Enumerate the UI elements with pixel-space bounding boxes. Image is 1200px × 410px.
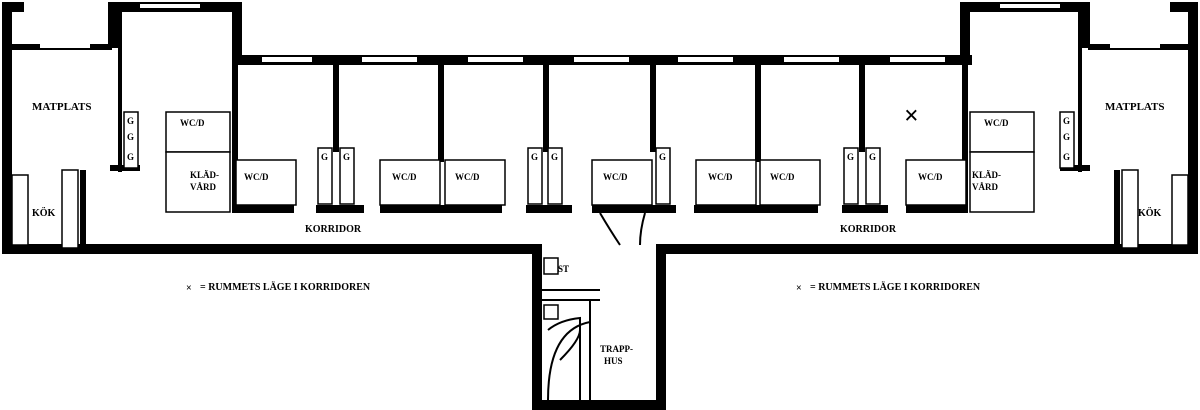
wardrobe-label-right-1: KLÄD- bbox=[972, 170, 1001, 180]
wc-label-7: WC/D bbox=[770, 172, 795, 182]
cabinet-letter: G bbox=[321, 152, 328, 162]
cabinet-letter: G bbox=[531, 152, 538, 162]
wardrobe-box-right bbox=[969, 151, 1035, 213]
wc-label-3: WC/D bbox=[392, 172, 417, 182]
cabinet-letter: G bbox=[127, 116, 134, 126]
dining-label-right: MATPLATS bbox=[1105, 101, 1165, 113]
kitchen-unit-left bbox=[61, 169, 79, 249]
stairs-label-1: TRAPP- bbox=[600, 344, 633, 354]
legend-text-left: = RUMMETS LÄGE I KORRIDOREN bbox=[200, 280, 371, 293]
windows bbox=[262, 57, 945, 62]
wc-units bbox=[165, 111, 1035, 206]
room-partitions bbox=[118, 12, 1082, 210]
wc-label-8: WC/D bbox=[918, 172, 943, 182]
legend-marker-left: × bbox=[186, 283, 192, 294]
dining-label-left: MATPLATS bbox=[32, 101, 92, 113]
room-location-marker: × bbox=[904, 101, 919, 130]
cabinet-letter: G bbox=[1063, 116, 1070, 126]
cabinet-letter: G bbox=[127, 152, 134, 162]
cabinet-letter: G bbox=[127, 132, 134, 142]
corridor-wall bbox=[80, 165, 1120, 254]
cabinet-letter: G bbox=[1063, 152, 1070, 162]
kitchen-label-left: KÖK bbox=[32, 206, 56, 219]
cabinet-stacks bbox=[123, 111, 1075, 205]
cabinet-letter: G bbox=[659, 152, 666, 162]
wc-label-5: WC/D bbox=[603, 172, 628, 182]
corridor-label-left: KORRIDOR bbox=[305, 224, 362, 235]
wardrobe-label-left-1: KLÄD- bbox=[190, 170, 219, 180]
door-swings bbox=[599, 212, 646, 246]
wardrobe-label-left-2: VÅRD bbox=[190, 182, 216, 192]
cabinet-letters: G G G G G G G G G G G G G bbox=[127, 116, 1070, 162]
corridor-label-right: KORRIDOR bbox=[840, 224, 897, 235]
cabinet-letter: G bbox=[343, 152, 350, 162]
kitchen-label-right: KÖK bbox=[1138, 206, 1162, 219]
cabinet-letter: G bbox=[551, 152, 558, 162]
legend-text-right: = RUMMETS LÄGE I KORRIDOREN bbox=[810, 280, 981, 293]
wardrobe-label-right-2: VÅRD bbox=[972, 182, 998, 192]
legend-right: × = RUMMETS LÄGE I KORRIDOREN bbox=[796, 280, 981, 294]
stair-interior bbox=[542, 257, 600, 401]
wardrobe-box-left bbox=[165, 151, 231, 213]
cabinet-letter: G bbox=[869, 152, 876, 162]
wc-label-4: WC/D bbox=[455, 172, 480, 182]
cabinet-letter: G bbox=[847, 152, 854, 162]
stairs-label-2: HUS bbox=[604, 356, 623, 366]
legend-marker-right: × bbox=[796, 283, 802, 294]
kitchen-unit-right bbox=[1121, 169, 1139, 249]
kitchen-counter-right bbox=[1171, 174, 1189, 246]
wc-label-9: WC/D bbox=[984, 118, 1009, 128]
kitchen-counter-left bbox=[11, 174, 29, 246]
storage-label: ST bbox=[558, 264, 569, 274]
wc-label-6: WC/D bbox=[708, 172, 733, 182]
wc-label-1: WC/D bbox=[180, 118, 205, 128]
cabinet-letter: G bbox=[1063, 132, 1070, 142]
legend-left: × = RUMMETS LÄGE I KORRIDOREN bbox=[186, 280, 371, 294]
wc-label-2: WC/D bbox=[244, 172, 269, 182]
